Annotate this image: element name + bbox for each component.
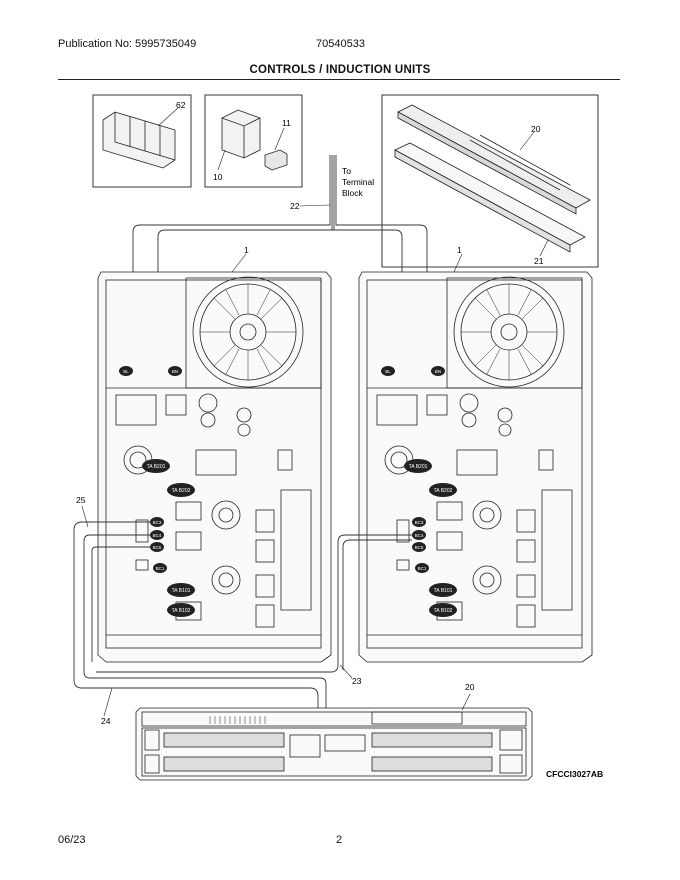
leader-22	[299, 204, 331, 207]
leader-23	[339, 664, 353, 679]
part-label-25: 25	[76, 495, 86, 505]
header-rule	[58, 79, 620, 80]
part-label-20-bottom: 20	[465, 682, 475, 692]
leader-1-left	[231, 253, 247, 273]
part-label-21: 21	[534, 256, 544, 266]
part-label-1-left: 1	[244, 245, 249, 255]
footer-date: 06/23	[58, 834, 86, 846]
tag-tab101-left: TA B101	[172, 588, 191, 594]
tag-tab201-left: TA B201	[147, 464, 166, 470]
leader-25	[81, 505, 89, 528]
leader-11	[274, 127, 285, 151]
tag-bc3-right: BC3	[415, 520, 424, 525]
part-label-24: 24	[101, 716, 111, 726]
induction-unit-right	[358, 271, 593, 663]
tag-tab102-left: TA B102	[172, 608, 191, 614]
model-number: 70540533	[316, 38, 365, 50]
wire-harness-22	[132, 155, 428, 395]
leader-24	[103, 687, 113, 717]
terminal-note-line-2: Terminal	[342, 177, 374, 187]
leader-21	[539, 239, 549, 257]
inset-box-62	[92, 94, 192, 188]
tag-bc5-right: BC5	[415, 545, 424, 550]
tag-bc4-right: BC4	[415, 533, 424, 538]
inset-box-10-11	[204, 94, 303, 188]
leader-20-top	[519, 131, 535, 151]
leader-20-bottom	[461, 693, 471, 711]
wire-harness-25	[73, 521, 327, 708]
control-board-20	[135, 707, 533, 781]
leader-62	[157, 107, 179, 127]
control-frame-21	[394, 142, 586, 253]
part-label-22: 22	[290, 201, 300, 211]
part-label-10: 10	[213, 172, 223, 182]
part-label-62: 62	[176, 100, 186, 110]
connector-11	[264, 149, 288, 171]
tag-bc4-left: BC4	[153, 533, 162, 538]
part-label-11: 11	[282, 118, 291, 128]
footer-page-number: 2	[336, 834, 343, 846]
part-label-23: 23	[352, 676, 362, 686]
diagram-code: CFCCI3027AB	[546, 769, 603, 779]
wire-harness-23	[96, 534, 412, 673]
connector-tags-left: BL BN TA B201 TA B202 BC3 BC4 BC5 BC1 TA…	[119, 366, 195, 617]
tag-bl-right: BL	[385, 369, 391, 374]
tag-bl-left: BL	[123, 369, 129, 374]
tag-tab101-right: TA B101	[434, 588, 453, 594]
part-label-1-right: 1	[457, 245, 462, 255]
tag-bn-right: BN	[435, 369, 441, 374]
page-title: CONTROLS / INDUCTION UNITS	[249, 64, 431, 76]
leader-10	[217, 149, 226, 171]
tag-tab202-left: TA B202	[172, 488, 191, 494]
touch-control-20	[397, 104, 591, 215]
part-label-20-top: 20	[531, 124, 541, 134]
tag-tab202-right: TA B202	[434, 488, 453, 494]
tag-tab201-right: TA B201	[409, 464, 428, 470]
terminal-note-line-1: To	[342, 166, 351, 176]
terminal-note-line-3: Block	[342, 188, 364, 198]
tag-tab102-right: TA B102	[434, 608, 453, 614]
inset-box-20-21	[381, 94, 599, 268]
tag-bc1-right: BC1	[418, 566, 427, 571]
connector-tags-right: BL BN TA B201 TA B202 BC3 BC4 BC5 BC1 TA…	[381, 366, 457, 617]
tag-bc3-left: BC3	[153, 520, 162, 525]
tag-bn-left: BN	[172, 369, 178, 374]
tag-bc5-left: BC5	[153, 545, 162, 550]
tag-bc1-left: BC1	[156, 566, 165, 571]
induction-unit-left	[97, 271, 332, 663]
leader-1-right	[453, 253, 463, 273]
relay-10	[221, 109, 261, 159]
publication-number: Publication No: 5995735049	[58, 38, 197, 50]
bracket-62	[102, 111, 176, 169]
